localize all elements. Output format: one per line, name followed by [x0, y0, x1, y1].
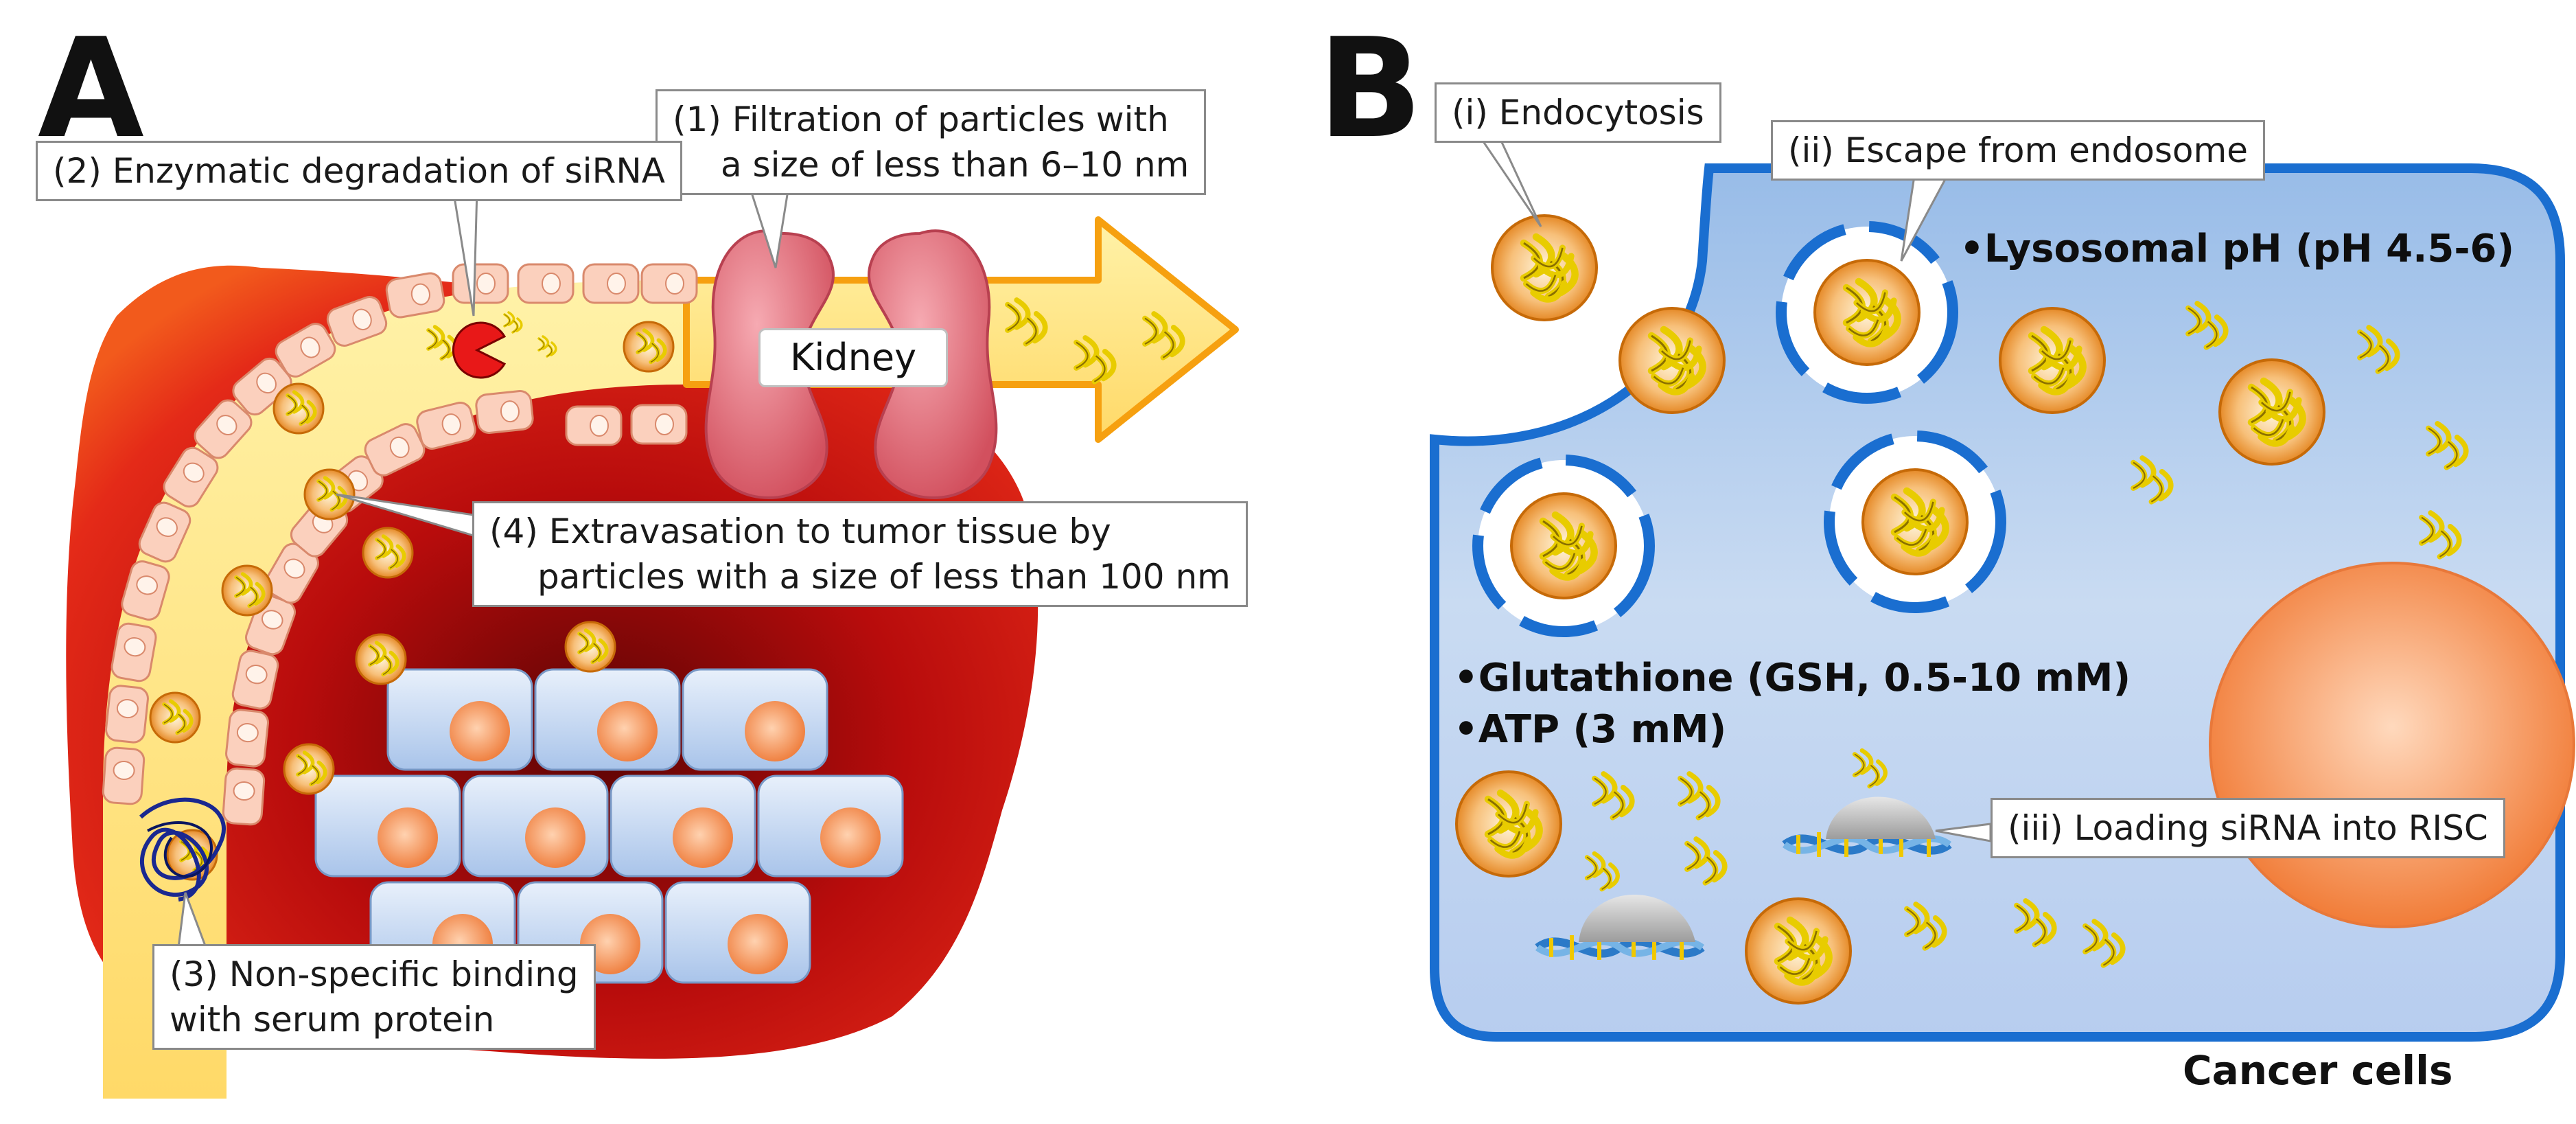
binding-line-1: (3) Non-specific binding — [170, 954, 579, 994]
callout-risc-loading: (iii) Loading siRNA into RISC — [1991, 798, 2505, 858]
extravasation-line-2: particles with a size of less than 100 n… — [537, 557, 1231, 597]
endocytosis-text: (i) Endocytosis — [1452, 93, 1704, 133]
panel-a-leaders — [177, 181, 791, 949]
callout-extravasation: (4) Extravasation to tumor tissue by par… — [472, 501, 1248, 607]
filtration-line-2: a size of less than 6–10 nm — [721, 145, 1190, 185]
risc-complexes — [1538, 750, 1949, 960]
degradation-text: (2) Enzymatic degradation of siRNA — [53, 151, 665, 191]
panel-a-letter: A — [38, 9, 144, 169]
endosome-escape-text: (ii) Escape from endosome — [1788, 130, 2248, 170]
risc-loading-text: (iii) Loading siRNA into RISC — [2008, 808, 2488, 848]
callout-endocytosis: (i) Endocytosis — [1435, 82, 1721, 143]
kidney-label: Kidney — [758, 328, 948, 387]
callout-endosome-escape: (ii) Escape from endosome — [1771, 120, 2265, 181]
callout-degradation: (2) Enzymatic degradation of siRNA — [36, 141, 682, 201]
filtration-line-1: (1) Filtration of particles with — [673, 100, 1169, 139]
cancer-cell-nucleus — [2209, 562, 2575, 928]
panel-b-letter: B — [1318, 9, 1423, 169]
callout-serum-binding: (3) Non-specific binding with serum prot… — [152, 944, 596, 1050]
cancer-cells-label: Cancer cells — [2183, 1047, 2453, 1094]
binding-line-2: with serum protein — [170, 1000, 495, 1040]
callout-filtration: (1) Filtration of particles with a size … — [655, 89, 1207, 195]
condition-atp: •ATP (3 mM) — [1454, 707, 1727, 752]
nuclease-enzyme-icon — [452, 321, 507, 379]
condition-glutathione: •Glutathione (GSH, 0.5-10 mM) — [1454, 656, 2131, 700]
extravasation-line-1: (4) Extravasation to tumor tissue by — [489, 512, 1111, 551]
serum-protein-icon — [139, 797, 226, 902]
condition-lysosomal-ph: •Lysosomal pH (pH 4.5-6) — [1960, 227, 2515, 271]
